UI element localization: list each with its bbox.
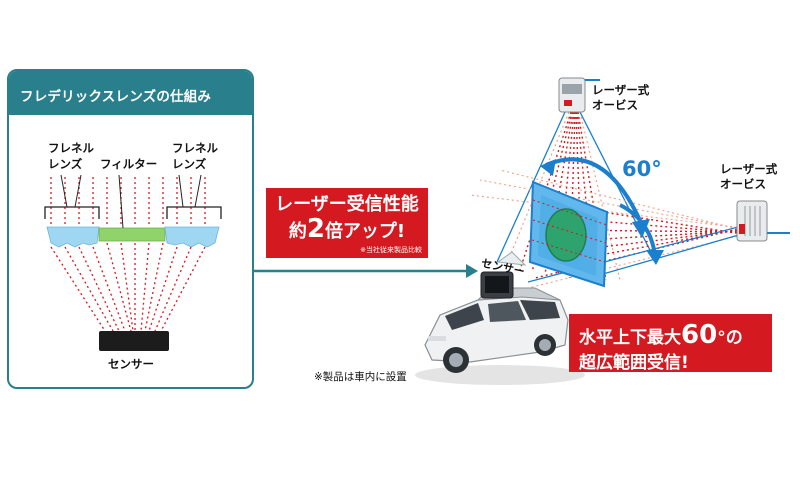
angle-label: 60°	[622, 157, 662, 181]
fresnel-right-line2: レンズ	[172, 157, 207, 171]
performance-callout: レーザー受信性能 約2倍アップ! ※当社従来製品比較	[266, 188, 428, 258]
wide-range-line2: 超広範囲受信!	[579, 353, 689, 373]
wide-range-callout: 水平上下最大60°の 超広範囲受信!	[569, 314, 772, 373]
right-orbis-line2: オービス	[720, 177, 766, 191]
angle-arc-vertical	[619, 203, 657, 256]
performance-line1: レーザー受信性能	[275, 194, 419, 215]
top-orbis-device	[558, 77, 600, 113]
sensor-label: センサー	[108, 357, 154, 371]
arc-arrowhead-1	[632, 219, 650, 238]
performance-number: 2	[306, 214, 325, 244]
performance-prefix: 約	[288, 221, 307, 242]
top-orbis-line2: オービス	[592, 98, 638, 112]
fresnel-left-line1: フレネル	[48, 141, 94, 155]
performance-line2: 約2倍アップ!	[266, 214, 428, 244]
fresnel-left-label: フレネル レンズ	[48, 140, 94, 172]
lens-panel: フレデリックスレンズの仕組み	[7, 69, 254, 389]
fresnel-right-line1: フレネル	[172, 141, 218, 155]
fresnel-right-label: フレネル レンズ	[172, 140, 218, 172]
top-orbis-line1: レーザー式	[592, 83, 650, 97]
installation-footnote: ※製品は車内に設置	[314, 371, 407, 383]
performance-suffix: 倍アップ!	[324, 221, 406, 242]
arc-arrowhead-2	[540, 159, 556, 176]
angle-arc-horizontal	[545, 157, 644, 226]
wide-range-number: 60	[681, 320, 718, 350]
arc-arrowhead-3	[646, 250, 664, 265]
right-orbis-device	[736, 200, 790, 242]
flow-arrow	[250, 264, 478, 278]
wide-range-prefix: 水平上下最大	[579, 328, 681, 348]
right-orbis-line1: レーザー式	[720, 162, 778, 176]
fresnel-left-line2: レンズ	[48, 157, 83, 171]
reception-area	[528, 180, 609, 288]
top-orbis-label: レーザー式 オービス	[592, 83, 649, 113]
right-orbis-label: レーザー式 オービス	[720, 162, 777, 192]
wide-range-suffix: °の	[717, 328, 743, 348]
lens-panel-header: フレデリックスレンズの仕組み	[9, 71, 252, 115]
wide-range-line1: 水平上下最大60°の	[579, 320, 743, 350]
lens-panel-title: フレデリックスレンズの仕組み	[20, 89, 212, 105]
car-illustration	[415, 251, 585, 385]
filter-label: フィルター	[100, 157, 158, 171]
performance-note: ※当社従来製品比較	[360, 246, 422, 254]
